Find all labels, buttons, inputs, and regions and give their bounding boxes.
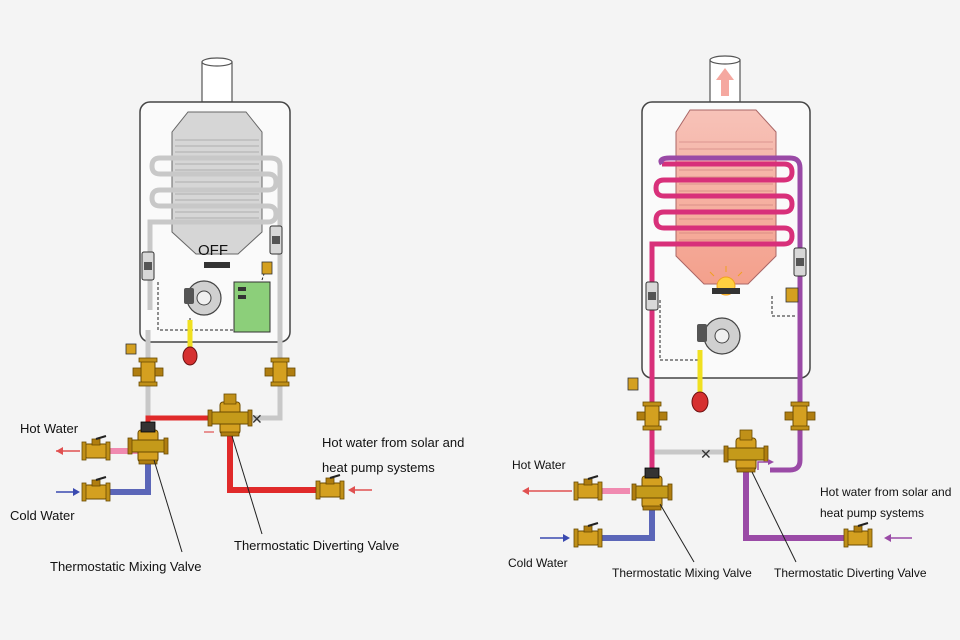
mixing-valve-leader-right bbox=[659, 503, 695, 563]
diverting-valve-leader-right bbox=[751, 471, 797, 563]
isolation-valve-cold-icon-active bbox=[636, 401, 668, 431]
outlet-sensor-icon-active bbox=[793, 247, 807, 277]
cold-water-label: Cold Water bbox=[10, 508, 75, 523]
coil-pipe-return bbox=[658, 155, 803, 473]
solar-source-label-line1: Hot water from solar and bbox=[322, 435, 464, 450]
solar-in-arrow-icon-active bbox=[884, 534, 912, 542]
hot-outlet-valve-icon-active bbox=[573, 475, 603, 501]
control-wiring-active bbox=[659, 296, 796, 361]
solar-hot-pipe bbox=[227, 430, 320, 493]
control-board bbox=[233, 281, 271, 333]
solar-source-label-line2: heat pump systems bbox=[322, 460, 435, 475]
solar-pipe-right bbox=[743, 468, 846, 541]
cold-water-label-right: Cold Water bbox=[508, 556, 568, 570]
left-diagram: OFF ✕ bbox=[10, 57, 464, 574]
hot-out-arrow-icon-active bbox=[522, 487, 572, 495]
mixing-valve-icon bbox=[127, 421, 169, 465]
solar-inlet-valve-icon-active bbox=[843, 522, 873, 548]
mixing-valve-label: Thermostatic Mixing Valve bbox=[50, 559, 201, 574]
mixing-valve-icon-active bbox=[631, 467, 673, 511]
gas-valve-icon-active bbox=[691, 391, 709, 413]
diverting-flow-arrow-icon-active bbox=[757, 461, 772, 470]
diverting-valve-leader bbox=[231, 435, 263, 535]
solar-in-arrow-icon bbox=[348, 486, 372, 494]
heat-exchanger bbox=[171, 111, 263, 255]
closed-port-mark: ✕ bbox=[251, 411, 263, 427]
diverting-valve-icon bbox=[207, 393, 253, 437]
burner-bar bbox=[204, 262, 230, 268]
cold-in-arrow-icon-active bbox=[540, 534, 570, 542]
cold-inlet-pipe bbox=[100, 462, 151, 495]
diverting-valve-icon-active bbox=[723, 429, 769, 473]
diverting-valve-label: Thermostatic Diverting Valve bbox=[234, 538, 399, 553]
solar-inlet-valve-icon bbox=[315, 474, 345, 500]
isolation-valve-hot-icon bbox=[264, 357, 296, 387]
hot-out-arrow-icon bbox=[56, 447, 80, 455]
mixing-valve-leader bbox=[153, 459, 183, 553]
outlet-sensor-icon bbox=[269, 225, 283, 255]
solar-source-label-line2-right: heat pump systems bbox=[820, 506, 924, 520]
exhaust-arrow-icon bbox=[716, 68, 734, 96]
coil-pipe-hot bbox=[649, 161, 795, 400]
isolation-valve-hot-icon-active bbox=[784, 401, 816, 431]
burner-state-text: OFF bbox=[198, 242, 228, 259]
mixing-valve-label-right: Thermostatic Mixing Valve bbox=[612, 566, 752, 580]
cold-in-arrow-icon bbox=[56, 488, 80, 496]
flow-sensor-icon-active bbox=[645, 281, 659, 311]
cold-inlet-valve-icon bbox=[81, 476, 111, 502]
small-valve-icon bbox=[125, 343, 137, 355]
hot-water-label: Hot Water bbox=[20, 421, 79, 436]
solar-source-label-line1-right: Hot water from solar and bbox=[820, 485, 951, 499]
small-valve-icon-active bbox=[627, 377, 639, 391]
pressure-relief-icon bbox=[261, 261, 273, 275]
coil-pipe bbox=[147, 155, 283, 330]
cold-inlet-valve-icon-active bbox=[573, 522, 603, 548]
cold-inlet-pipe-right bbox=[600, 504, 655, 541]
flue-pipe bbox=[201, 61, 233, 103]
hot-outlet-valve-icon bbox=[81, 435, 111, 461]
right-diagram: ✕ Ho bbox=[508, 55, 951, 580]
pressure-relief-icon-active bbox=[785, 287, 799, 303]
burner-bar-active bbox=[712, 288, 740, 294]
gas-valve-icon bbox=[182, 346, 198, 366]
diverting-valve-label-right: Thermostatic Diverting Valve bbox=[774, 566, 927, 580]
closed-port-mark-right: ✕ bbox=[700, 446, 712, 462]
isolation-valve-cold-icon bbox=[132, 357, 164, 387]
flame-rays bbox=[709, 266, 743, 277]
flow-sensor-icon bbox=[141, 251, 155, 281]
hot-water-label-right: Hot Water bbox=[512, 458, 566, 472]
